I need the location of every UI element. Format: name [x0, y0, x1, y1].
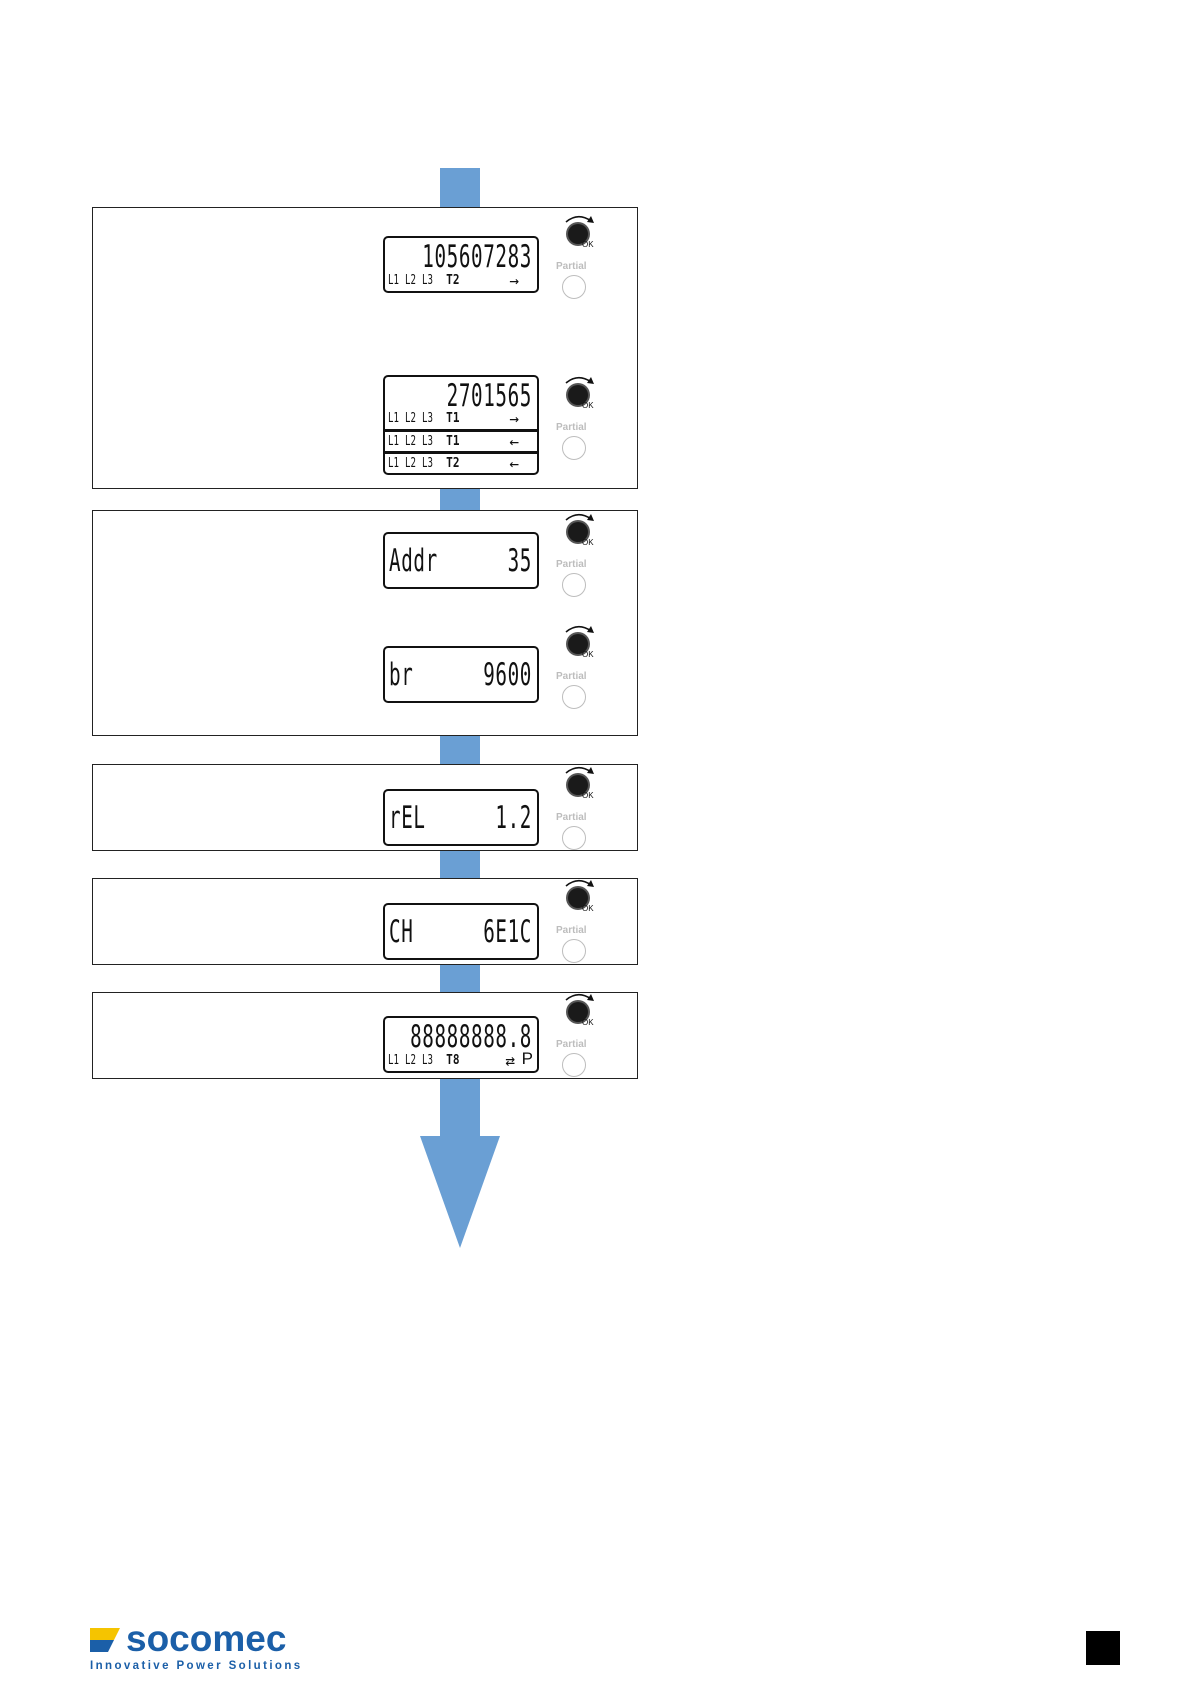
lcd-screen-checksum: CH 6E1C [383, 903, 539, 960]
phase-l3: L3 [422, 411, 434, 427]
phase-l3: L3 [422, 434, 434, 450]
power-indicator: P [522, 1051, 533, 1067]
tariff-indicator: T2 [446, 273, 459, 289]
partial-label: Partial [556, 261, 587, 272]
direction-arrow-icon: ← [509, 434, 519, 450]
ok-label: OK [582, 904, 594, 913]
partial-label: Partial [556, 1039, 587, 1050]
partial-label: Partial [556, 812, 587, 823]
phase-l2: L2 [405, 434, 417, 450]
phase-l1: L1 [388, 456, 400, 472]
lcd-status-row: L1 L2 L3 T8 ⇄ P [388, 1053, 533, 1069]
tariff-indicator: T1 [446, 434, 459, 450]
lcd-digits: 105607283 [386, 239, 532, 275]
phase-l1: L1 [388, 434, 400, 450]
direction-arrow-icon: → [509, 273, 519, 289]
lcd-right-value: 35 [386, 543, 532, 579]
partial-button[interactable] [562, 939, 586, 963]
control-group: OK Partial [556, 511, 602, 597]
phase-l2: L2 [405, 1053, 417, 1069]
ok-label: OK [582, 538, 594, 547]
lcd-screen-release: rEL 1.2 [383, 789, 539, 846]
lcd-strip-export-t2: L1 L2 L3 T2 ← [383, 453, 539, 475]
logo-mark-icon [90, 1626, 126, 1654]
arrow-head [420, 1136, 500, 1248]
lcd-right-value: 9600 [386, 657, 532, 693]
control-group: OK Partial [556, 374, 602, 460]
lcd-right-value: 1.2 [386, 800, 532, 836]
phase-l3: L3 [422, 456, 434, 472]
control-group: OK Partial [556, 877, 602, 963]
partial-button[interactable] [562, 275, 586, 299]
lcd-digits: 88888888.8 [386, 1019, 532, 1055]
ok-label: OK [582, 1018, 594, 1027]
lcd-screen-baud-rate: br 9600 [383, 646, 539, 703]
control-group: OK Partial [556, 213, 602, 299]
lcd-status-row: L1 L2 L3 T1 → [388, 411, 533, 427]
lcd-strip-export-t1: L1 L2 L3 T1 ← [383, 431, 539, 453]
partial-label: Partial [556, 671, 587, 682]
control-group: OK Partial [556, 623, 602, 709]
partial-label: Partial [556, 422, 587, 433]
direction-arrow-icon: → [509, 411, 519, 427]
logo-tagline: Innovative Power Solutions [90, 1660, 303, 1672]
lcd-status-row: L1 L2 L3 T2 → [388, 273, 533, 289]
page-corner-marker [1086, 1631, 1120, 1665]
partial-button[interactable] [562, 685, 586, 709]
partial-label: Partial [556, 925, 587, 936]
partial-button[interactable] [562, 436, 586, 460]
lcd-screen-total-t2: 105607283 L1 L2 L3 T2 → [383, 236, 539, 293]
lcd-screen-address: Addr 35 [383, 532, 539, 589]
lcd-status-row: L1 L2 L3 T2 ← [388, 456, 533, 472]
phase-l2: L2 [405, 411, 417, 427]
partial-button[interactable] [562, 826, 586, 850]
ok-label: OK [582, 401, 594, 410]
phase-l1: L1 [388, 411, 400, 427]
direction-bidirectional-icon: ⇄ [505, 1053, 515, 1069]
phase-l1: L1 [388, 1053, 400, 1069]
lcd-right-value: 6E1C [386, 914, 532, 950]
phase-l3: L3 [422, 273, 434, 289]
tariff-indicator: T2 [446, 456, 459, 472]
tariff-indicator: T1 [446, 411, 459, 427]
phase-l1: L1 [388, 273, 400, 289]
lcd-status-row: L1 L2 L3 T1 ← [388, 434, 533, 450]
control-group: OK Partial [556, 991, 602, 1077]
tariff-indicator: T8 [446, 1053, 459, 1069]
ok-label: OK [582, 650, 594, 659]
ok-label: OK [582, 791, 594, 800]
direction-arrow-icon: ← [509, 456, 519, 472]
logo-wordmark: socomec [126, 1618, 286, 1660]
phase-l2: L2 [405, 273, 417, 289]
partial-label: Partial [556, 559, 587, 570]
control-group: OK Partial [556, 764, 602, 850]
phase-l2: L2 [405, 456, 417, 472]
lcd-screen-segment-test: 88888888.8 L1 L2 L3 T8 ⇄ P [383, 1016, 539, 1073]
partial-button[interactable] [562, 1053, 586, 1077]
phase-l3: L3 [422, 1053, 434, 1069]
partial-button[interactable] [562, 573, 586, 597]
ok-label: OK [582, 240, 594, 249]
